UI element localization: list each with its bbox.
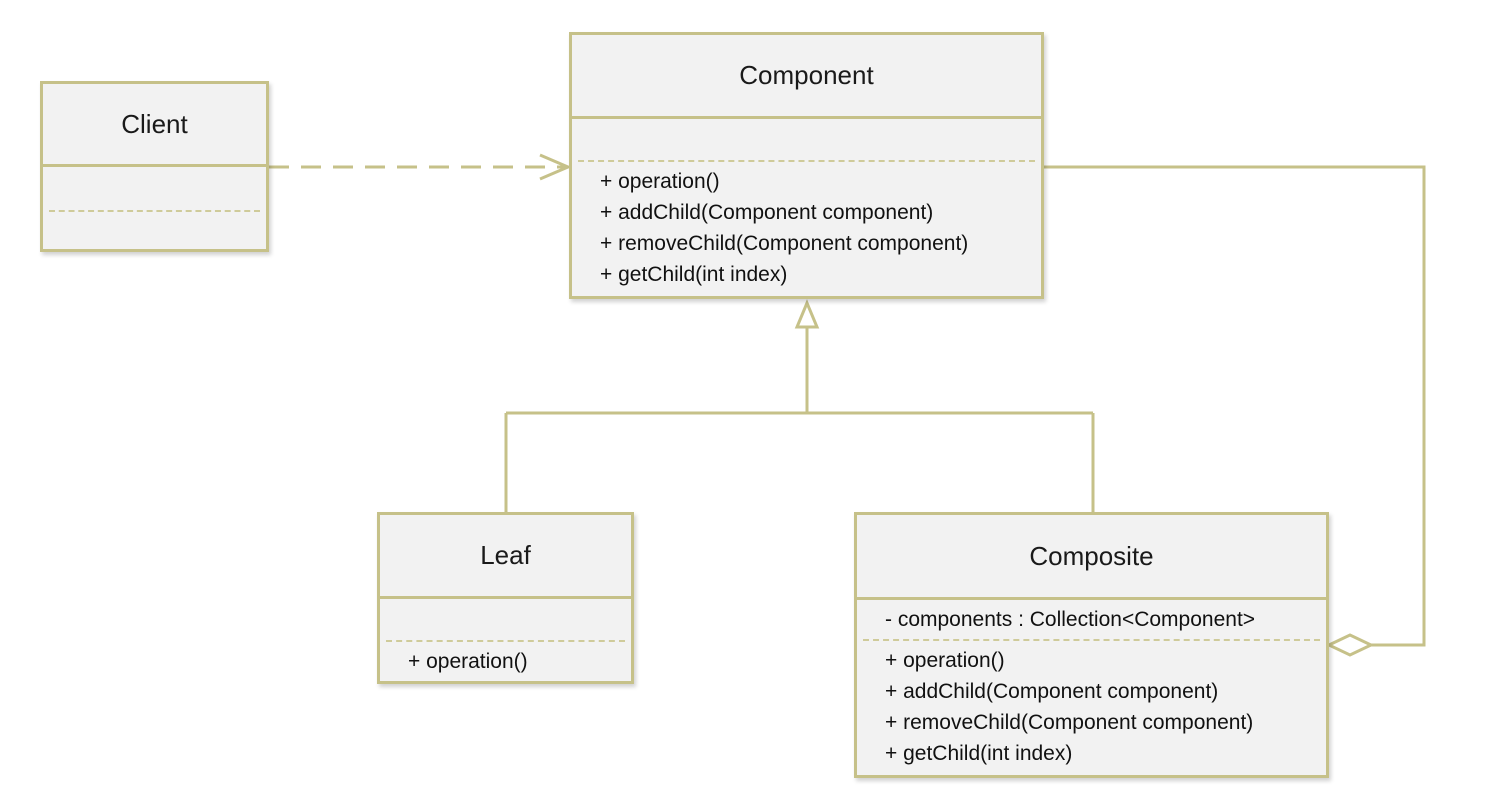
compartment-separator — [386, 640, 625, 642]
class-name: Composite — [857, 515, 1326, 600]
aggregation-composite-component — [1044, 165, 1426, 657]
class-client[interactable]: Client — [40, 81, 269, 252]
method-row: + addChild(Component component) — [885, 680, 1219, 703]
attributes-section — [43, 167, 266, 210]
class-name: Component — [572, 35, 1041, 119]
generalization-tree — [504, 299, 1095, 512]
methods-section: + operation() + addChild(Component compo… — [572, 162, 1041, 290]
class-component[interactable]: Component + operation() + addChild(Compo… — [569, 32, 1044, 299]
attributes-section — [572, 119, 1041, 160]
class-composite[interactable]: Composite - components : Collection<Comp… — [854, 512, 1329, 778]
class-name: Client — [43, 84, 266, 167]
compartment-separator — [863, 639, 1320, 641]
compartment-separator — [49, 210, 260, 212]
compartment-separator — [578, 160, 1035, 162]
method-row: + removeChild(Component component) — [600, 232, 969, 255]
aggregation-diamond — [1325, 633, 1375, 657]
attributes-section — [380, 599, 631, 640]
method-row: + addChild(Component component) — [600, 201, 934, 224]
method-row: + getChild(int index) — [885, 742, 1073, 765]
attribute-row: - components : Collection<Component> — [885, 608, 1256, 631]
method-row: + operation() — [408, 650, 528, 673]
methods-section: + operation() + addChild(Component compo… — [857, 641, 1326, 769]
inheritance-arrowhead — [794, 299, 820, 329]
class-leaf[interactable]: Leaf + operation() — [377, 512, 634, 684]
method-row: + removeChild(Component component) — [885, 711, 1254, 734]
method-row: + operation() — [600, 170, 720, 193]
class-name: Leaf — [380, 515, 631, 599]
methods-section: + operation() — [380, 642, 631, 677]
method-row: + getChild(int index) — [600, 263, 788, 286]
method-row: + operation() — [885, 649, 1005, 672]
dependency-client-component — [269, 153, 572, 181]
attributes-section: - components : Collection<Component> — [857, 600, 1326, 639]
